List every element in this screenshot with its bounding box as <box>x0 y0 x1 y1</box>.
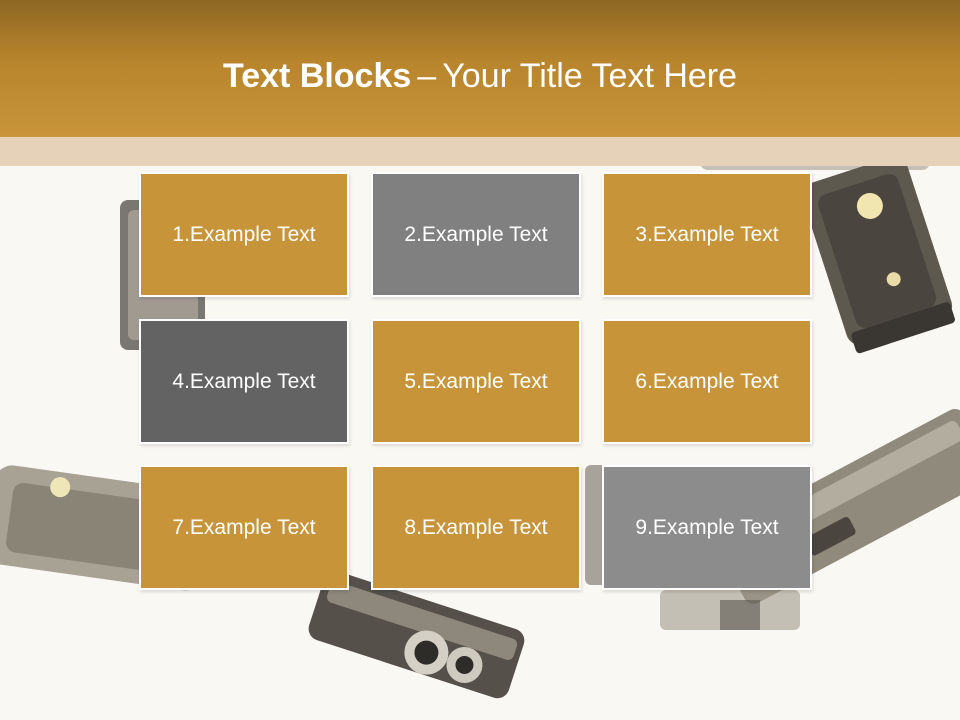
title-bar <box>0 0 960 137</box>
slide-title: Text Blocks–Your Title Text Here <box>0 50 960 102</box>
text-block-7[interactable]: 7.Example Text <box>141 467 347 588</box>
text-block-5[interactable]: 5.Example Text <box>373 321 579 442</box>
title-band <box>0 137 960 166</box>
title-dash: – <box>417 57 437 95</box>
text-block-8[interactable]: 8.Example Text <box>373 467 579 588</box>
title-bold: Text Blocks <box>222 57 412 95</box>
text-block-9[interactable]: 9.Example Text <box>604 467 810 588</box>
title-rest: Your Title Text Here <box>442 57 738 95</box>
text-block-4[interactable]: 4.Example Text <box>141 321 347 442</box>
text-block-1[interactable]: 1.Example Text <box>141 174 347 295</box>
text-block-6[interactable]: 6.Example Text <box>604 321 810 442</box>
text-block-3[interactable]: 3.Example Text <box>604 174 810 295</box>
text-block-2[interactable]: 2.Example Text <box>373 174 579 295</box>
